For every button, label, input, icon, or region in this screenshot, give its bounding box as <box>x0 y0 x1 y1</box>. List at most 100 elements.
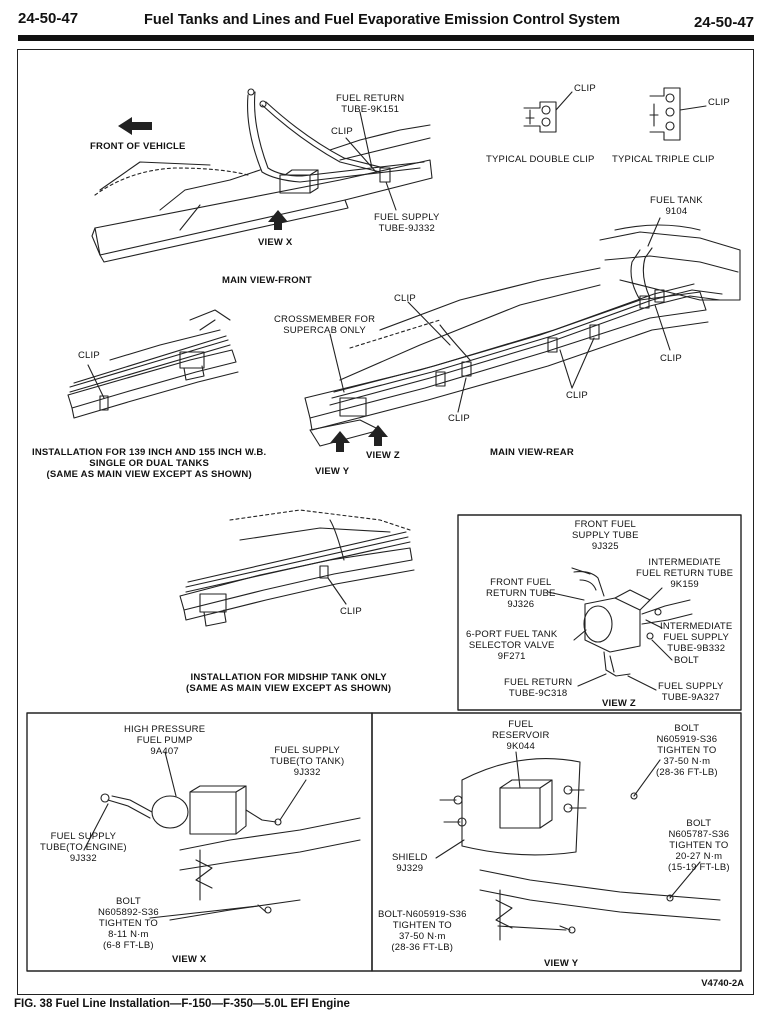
x-bolt-line1: BOLT <box>115 896 141 907</box>
fuel-supply-tube-9a327-label: FUEL SUPPLY TUBE-9A327 <box>658 681 724 703</box>
to-tank-line1: FUEL SUPPLY <box>274 745 340 756</box>
figure-code: V4740-2A <box>701 978 744 989</box>
view-x-art <box>84 752 360 920</box>
z-return-line1: FUEL RETURN <box>504 677 573 688</box>
shield-line1: SHIELD <box>392 852 428 863</box>
pump-line1: HIGH PRESSURE <box>124 724 206 735</box>
page-title: Fuel Tanks and Lines and Fuel Evaporativ… <box>144 12 620 28</box>
fuel-supply-tube-9j332-label: FUEL SUPPLY TUBE-9J332 <box>374 212 440 234</box>
y-bolt-top-line5: (28-36 FT-LB) <box>656 767 718 778</box>
view-x-bolt-label: BOLT N605892-S36 TIGHTEN TO 8-11 N·m (6-… <box>98 896 159 951</box>
x-bolt-line3: TIGHTEN TO <box>98 918 159 929</box>
to-engine-line3: 9J332 <box>69 853 97 864</box>
fuel-tank-line2: 9104 <box>665 206 688 217</box>
typical-clips-art <box>524 88 706 140</box>
rear-clip-right-label: CLIP <box>660 353 682 364</box>
view-x-callout: VIEW X <box>258 237 293 248</box>
triple-clip-label: CLIP <box>708 97 730 108</box>
y-bolt-right-line3: TIGHTEN TO <box>669 840 729 851</box>
fuel-supply-line1: FUEL SUPPLY <box>374 212 440 223</box>
typical-triple-clip-caption: TYPICAL TRIPLE CLIP <box>612 154 715 165</box>
y-bolt-bottom-line2: TIGHTEN TO <box>392 920 452 931</box>
reservoir-line1: FUEL <box>508 719 534 730</box>
wb-caption-line1: INSTALLATION FOR 139 INCH AND 155 INCH W… <box>32 447 267 458</box>
y-bolt-right-line4: 20-27 N·m <box>675 851 723 862</box>
fz-supply-line3: 9J325 <box>591 541 619 552</box>
reservoir-line3: 9K044 <box>506 741 536 752</box>
fuel-supply-tube-to-engine-label: FUEL SUPPLY TUBE(TO ENGINE) 9J332 <box>40 831 127 864</box>
to-tank-line2: TUBE(TO TANK) <box>270 756 345 767</box>
view-z-title: VIEW Z <box>602 698 636 709</box>
pump-line3: 9A407 <box>150 746 179 757</box>
x-bolt-line4: 8-11 N·m <box>108 929 149 940</box>
y-bolt-top-line3: TIGHTEN TO <box>657 745 717 756</box>
page-header: 24-50-47 Fuel Tanks and Lines and Fuel E… <box>0 0 764 44</box>
shield-line2: 9J329 <box>396 863 424 874</box>
intermediate-fuel-supply-tube-9b332-label: INTERMEDIATE FUEL SUPPLY TUBE-9B332 <box>660 621 732 654</box>
to-engine-line2: TUBE(TO ENGINE) <box>40 842 127 853</box>
double-clip-label: CLIP <box>574 83 596 94</box>
valve-line3: 9F271 <box>497 651 526 662</box>
iz-supply-line2: FUEL SUPPLY <box>663 632 729 643</box>
y-bolt-right-line1: BOLT <box>686 818 712 829</box>
page-number-left: 24-50-47 <box>18 10 79 27</box>
x-bolt-line5: (6-8 FT-LB) <box>103 940 154 951</box>
z-supply-line1: FUEL SUPPLY <box>658 681 724 692</box>
view-y-callout: VIEW Y <box>315 466 350 477</box>
iz-return-line2: FUEL RETURN TUBE <box>636 568 734 579</box>
fuel-return-line1: FUEL RETURN <box>336 93 405 104</box>
midship-clip-label: CLIP <box>340 606 362 617</box>
to-tank-line3: 9J332 <box>293 767 321 778</box>
midship-installation-art <box>180 510 414 626</box>
main-view-rear-art <box>305 218 740 452</box>
view-y-title: VIEW Y <box>544 958 579 969</box>
selector-valve-9f271-label: 6-PORT FUEL TANK SELECTOR VALVE 9F271 <box>466 629 557 662</box>
valve-line1: 6-PORT FUEL TANK <box>466 629 558 640</box>
iz-supply-line1: INTERMEDIATE <box>660 621 733 632</box>
front-clip-label: CLIP <box>331 126 353 137</box>
view-y-bolt-bottom-label: BOLT-N605919-S36 TIGHTEN TO 37-50 N·m (2… <box>378 909 467 953</box>
z-supply-line2: TUBE-9A327 <box>661 692 720 703</box>
y-bolt-top-line4: 37-50 N·m <box>663 756 711 767</box>
figure-caption: FIG. 38 Fuel Line Installation—F-150—F-3… <box>14 998 350 1010</box>
page-number-right: 24-50-47 <box>693 14 754 31</box>
fuel-return-line2: TUBE-9K151 <box>341 104 400 115</box>
shield-9j329-label: SHIELD 9J329 <box>392 852 428 874</box>
view-z-arrow-icon <box>368 425 388 446</box>
x-bolt-line2: N605892-S36 <box>98 907 159 918</box>
fz-return-line2: RETURN TUBE <box>486 588 556 599</box>
fz-return-line1: FRONT FUEL <box>490 577 552 588</box>
valve-line2: SELECTOR VALVE <box>468 640 555 651</box>
y-bolt-right-line2: N605787-S36 <box>668 829 730 840</box>
typical-double-clip-caption: TYPICAL DOUBLE CLIP <box>486 154 595 165</box>
wb-clip-label: CLIP <box>78 350 100 361</box>
header-rule <box>18 35 754 41</box>
y-bolt-bottom-line4: (28-36 FT-LB) <box>391 942 454 953</box>
view-x-arrow-icon <box>268 210 288 230</box>
intermediate-fuel-return-tube-9k159-label: INTERMEDIATE FUEL RETURN TUBE 9K159 <box>636 557 733 590</box>
fz-supply-line1: FRONT FUEL <box>574 519 637 530</box>
midship-caption-line2: (SAME AS MAIN VIEW EXCEPT AS SHOWN) <box>186 683 392 694</box>
rear-clip-top-label: CLIP <box>394 293 416 304</box>
view-y-box <box>372 713 741 971</box>
view-z-box <box>458 515 741 710</box>
midship-installation-caption: INSTALLATION FOR MIDSHIP TANK ONLY (SAME… <box>186 672 391 694</box>
iz-return-line3: 9K159 <box>670 579 699 590</box>
fuel-reservoir-9k044-label: FUEL RESERVOIR 9K044 <box>492 719 550 752</box>
fz-return-line3: 9J326 <box>507 599 535 610</box>
y-bolt-top-line2: N605919-S36 <box>656 734 718 745</box>
figure-frame <box>17 49 754 995</box>
front-fuel-supply-tube-9j325-label: FRONT FUEL SUPPLY TUBE 9J325 <box>572 519 639 552</box>
main-view-front-title: MAIN VIEW-FRONT <box>222 275 312 286</box>
main-view-front-art <box>92 88 432 262</box>
fuel-tank-line1: FUEL TANK <box>650 195 703 206</box>
view-z-art <box>548 568 692 690</box>
y-bolt-bottom-line1: BOLT-N605919-S36 <box>378 909 467 920</box>
view-z-bolt-label: BOLT <box>674 655 699 666</box>
z-return-line2: TUBE-9C318 <box>508 688 568 699</box>
fuel-return-tube-9c318-label: FUEL RETURN TUBE-9C318 <box>504 677 572 699</box>
high-pressure-fuel-pump-9a407-label: HIGH PRESSURE FUEL PUMP 9A407 <box>124 724 205 757</box>
reservoir-line2: RESERVOIR <box>492 730 550 741</box>
front-fuel-return-tube-9j326-label: FRONT FUEL RETURN TUBE 9J326 <box>486 577 556 610</box>
